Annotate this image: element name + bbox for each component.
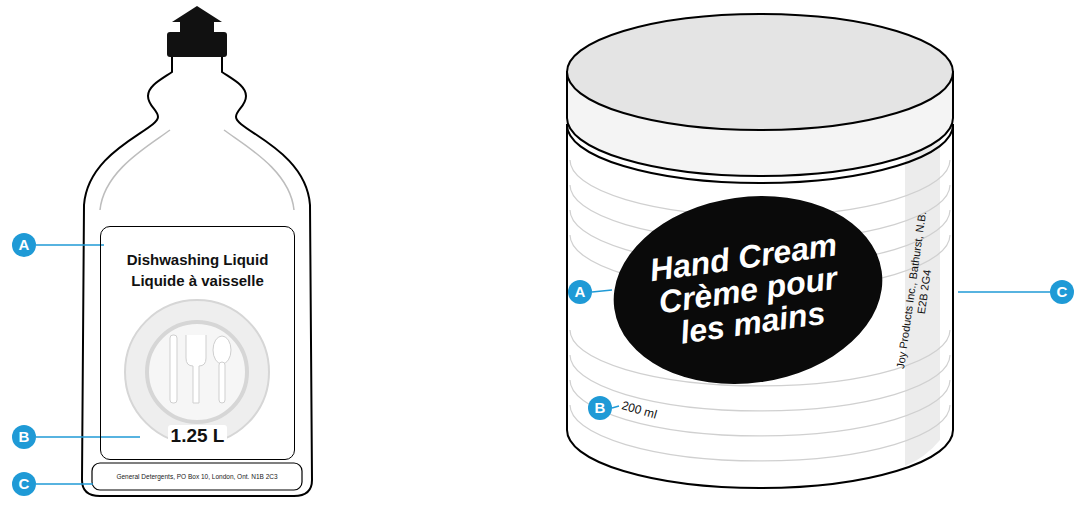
product-label: Dishwashing Liquid Liquide à vaisselle 1.…	[100, 226, 295, 460]
callout-letter: A	[12, 233, 36, 257]
callout-letter: B	[588, 396, 612, 420]
callout-letter: B	[12, 425, 36, 449]
callout-letter: C	[1050, 280, 1074, 304]
net-quantity: 200 ml	[620, 398, 658, 421]
net-quantity: 1.25 L	[168, 425, 228, 447]
callout-markers	[12, 233, 140, 496]
product-label-oval: Hand Cream Crème pour les mains	[600, 178, 896, 402]
manufacturer-address: General Detergents, PO Box 10, London, O…	[97, 473, 297, 481]
callout-letter: A	[568, 280, 592, 304]
manufacturer-address: Joy Products Inc., Bathurst, N.B. E2B 2G…	[893, 200, 944, 382]
jar	[567, 14, 953, 488]
product-name: Dishwashing Liquid Liquide à vaisselle	[118, 249, 278, 291]
bottle	[82, 6, 312, 496]
callout-letter: C	[12, 472, 36, 496]
